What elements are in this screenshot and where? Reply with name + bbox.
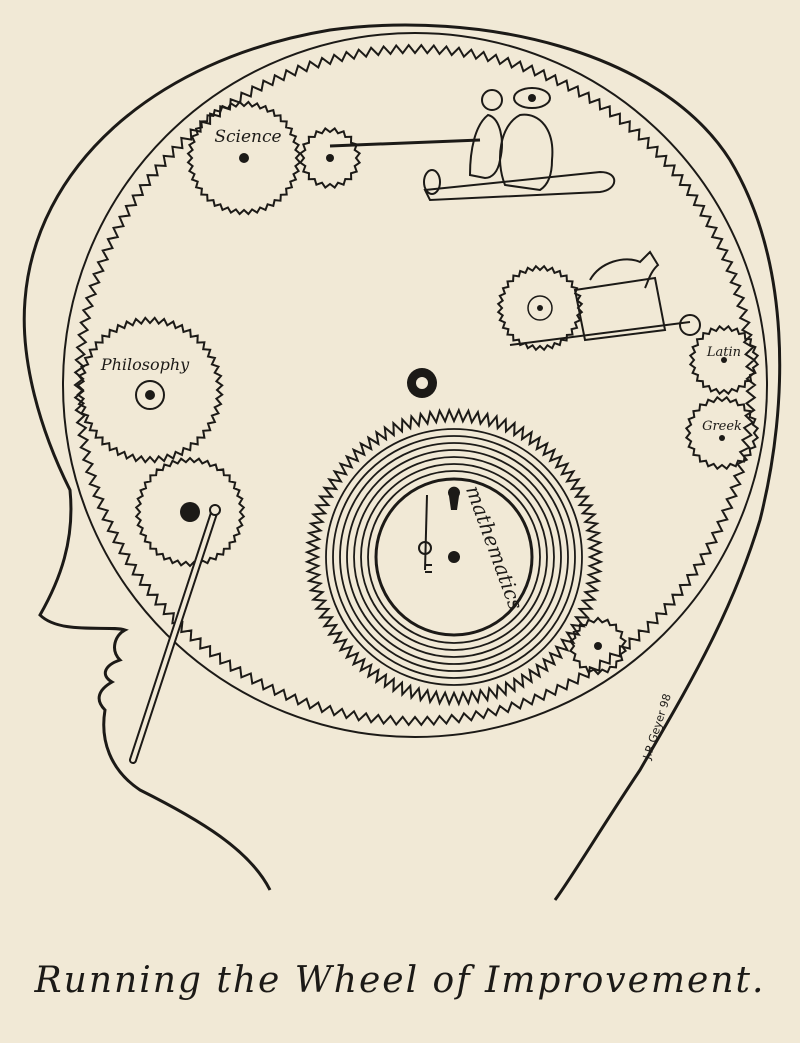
small-drive-gear [568, 616, 628, 676]
science-pinion [298, 126, 362, 190]
mathematics-ring [353, 456, 555, 658]
latin-gear: Latin [688, 324, 760, 396]
mathematics-ring [360, 463, 548, 651]
greek-gear: Greek [684, 395, 760, 471]
mathematics-ring [339, 442, 569, 672]
mathematics-ring [332, 435, 576, 679]
philosophy-label: Philosophy [100, 355, 190, 374]
couple-on-log-drawing [423, 87, 616, 202]
mathematics-gear: mathematics [304, 407, 604, 707]
latin-label: Latin [706, 345, 741, 360]
mathematics-ring [325, 428, 583, 686]
crank-handle [129, 504, 221, 764]
mathematics-ring [367, 470, 541, 644]
caption-title: Running the Wheel of Improvement. [34, 960, 766, 1001]
head-profile-outline [22, 23, 782, 901]
artist-signature: J.R.Geyer 98 [640, 692, 674, 762]
science-label: Science [214, 127, 281, 147]
mathematics-ring [346, 449, 562, 665]
cheek-gear [134, 456, 246, 568]
treadmill-cow-drawing [496, 250, 701, 352]
philosophy-gear: Philosophy [76, 316, 224, 464]
science-gear: Science [186, 100, 302, 216]
keyhole-icon [448, 486, 460, 510]
main-wheel [62, 32, 768, 738]
key-icon [418, 494, 432, 573]
greek-label: Greek [702, 419, 742, 434]
science-crank-rod [329, 138, 481, 148]
